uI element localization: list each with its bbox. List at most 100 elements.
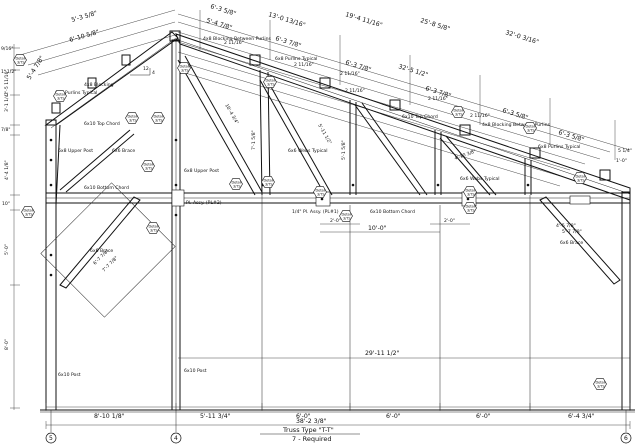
dim-left-3: 5'-4 7/8" bbox=[26, 55, 46, 81]
elev-5: 7/8" bbox=[1, 127, 11, 133]
detail-tag-label: Detail bbox=[454, 109, 464, 113]
dim-upper-2: 13'-0 13/16" bbox=[267, 11, 306, 29]
bot-seg-3: 6'-0" bbox=[296, 413, 311, 420]
detail-tag-ref: 3/TS bbox=[597, 385, 605, 389]
detail-tag-label: Detail bbox=[316, 189, 326, 193]
detail-tag-label: Detail bbox=[264, 179, 274, 183]
label-pl-assy-left: Pl. Assy. (PL#2) bbox=[186, 200, 222, 206]
grid-label-6: 6 bbox=[624, 435, 628, 442]
elev-7: 10" bbox=[2, 201, 10, 207]
detail-tag-ref: 3/TS bbox=[343, 217, 351, 221]
grid-marker-6 bbox=[620, 410, 632, 444]
detail-tag-ref: 3/TS bbox=[467, 193, 475, 197]
brace-dim-right-1: 4'-5 7/8" bbox=[556, 223, 576, 229]
detail-tag-label: Detail bbox=[24, 209, 34, 213]
detail-tag-hexagon bbox=[151, 112, 165, 124]
web-len-2: 7'-1 5/8" bbox=[251, 130, 257, 150]
dim-upper-5: 32'-0 3/16" bbox=[504, 29, 539, 46]
dim-v-2: 2 11/16" bbox=[294, 62, 314, 68]
dim-left-1: 5'-3 5/8" bbox=[71, 10, 99, 24]
detail-tag-ref: 3/TS bbox=[145, 167, 153, 171]
dim-purlin-6: 6'-3 5/8" bbox=[501, 107, 529, 122]
detail-tag-label: Detail bbox=[526, 125, 536, 129]
bot-seg-2: 5'-11 3/4" bbox=[200, 413, 231, 420]
dim-v-1: 2 11/16" bbox=[224, 40, 244, 46]
elev-4: 2'-5 11/16" bbox=[4, 69, 10, 95]
label-post-left: 6x10 Post bbox=[58, 372, 81, 378]
label-webs-right: 6x6 Webs Typical bbox=[460, 176, 500, 182]
detail-tag-hexagon bbox=[313, 186, 327, 198]
dim-purlin-7: 6'-3 5/8" bbox=[557, 129, 585, 144]
bottom-dimension-lines bbox=[45, 403, 631, 429]
detail-tag-label: Detail bbox=[466, 189, 476, 193]
dim-upper-1: 6'-3 5/8" bbox=[209, 3, 237, 18]
dim-interior-span: 29'-11 1/2" bbox=[365, 350, 400, 357]
dim-upper-4: 25'-8 5/8" bbox=[419, 17, 450, 33]
pitch-run: 4 bbox=[152, 70, 155, 76]
label-purlins-right: 6x8 Purlins Typical bbox=[538, 144, 580, 150]
detail-tag-label: Detail bbox=[154, 115, 164, 119]
web-len-3: 5'-11 1/2" bbox=[316, 123, 333, 146]
left-dimension-lines bbox=[19, 9, 176, 76]
detail-tag-ref: 3/TS bbox=[17, 61, 25, 65]
elev-2: 1'-1/2" bbox=[1, 69, 16, 75]
detail-tag-ref: 3/TS bbox=[129, 119, 137, 123]
detail-tag-ref: 3/TS bbox=[150, 229, 158, 233]
detail-tag-label: Detail bbox=[56, 93, 66, 97]
detail-tag-ref: 3/TS bbox=[317, 193, 325, 197]
pitch-symbol bbox=[130, 68, 151, 76]
label-pl-assy-mid: 1/4" Pl. Assy. (PL#1) bbox=[292, 209, 339, 215]
detail-tag-hexagon bbox=[141, 160, 155, 172]
grid-label-5: 5 bbox=[49, 435, 53, 442]
dim-upper-3: 19'-4 11/16" bbox=[344, 11, 383, 29]
elev-8: 5'-0" bbox=[4, 244, 10, 255]
label-top-chord-left: 6x10 Top Chord bbox=[84, 121, 120, 127]
detail-tag-ref: 3/TS bbox=[267, 83, 275, 87]
detail-tag-label: Detail bbox=[466, 205, 476, 209]
detail-tag-hexagon bbox=[177, 62, 191, 74]
detail-tag-ref: 3/TS bbox=[233, 185, 241, 189]
detail-tag-label: Detail bbox=[266, 79, 276, 83]
detail-tag-ref: 3/TS bbox=[25, 213, 33, 217]
bot-seg-5: 6'-0" bbox=[476, 413, 491, 420]
dim-purlin-1: 5'-4 7/8" bbox=[205, 17, 233, 32]
label-brace-upper-left: 6x6 Brace bbox=[112, 148, 135, 154]
label-post-mid: 6x10 Post bbox=[184, 368, 207, 374]
grid-label-4: 4 bbox=[174, 435, 178, 442]
detail-tag-hexagon bbox=[261, 176, 275, 188]
detail-tag-ref: 3/TS bbox=[155, 119, 163, 123]
left-elevation-dims bbox=[10, 44, 20, 410]
dim-v-6: 2 11/16" bbox=[470, 113, 490, 119]
detail-tag-label: Detail bbox=[576, 175, 586, 179]
label-webs-mid: 6x6 Webs Typical bbox=[288, 148, 328, 154]
detail-tag-label: Detail bbox=[149, 225, 159, 229]
detail-tag-ref: 3/TS bbox=[577, 179, 585, 183]
truss-structure bbox=[40, 30, 635, 413]
detail-tag-ref: 3/TS bbox=[57, 97, 65, 101]
detail-tag-label: Detail bbox=[342, 213, 352, 217]
detail-tag-hexagon bbox=[21, 206, 35, 218]
label-blocking-between-left: 4x8 Blocking Between Purlins bbox=[203, 36, 272, 42]
detail-tag-hexagon bbox=[463, 186, 477, 198]
detail-tag-hexagon bbox=[451, 106, 465, 118]
chord-dims bbox=[178, 223, 630, 359]
detail-tag-hexagon bbox=[339, 210, 353, 222]
detail-tag-ref: 3/TS bbox=[527, 129, 535, 133]
label-blocking-between-right: 4x8 Blocking Between Purlins bbox=[482, 122, 551, 128]
bot-seg-6: 6'-4 3/4" bbox=[568, 413, 595, 420]
dim-right-5-1-4: 5 1/4" bbox=[618, 148, 632, 154]
label-bottom-chord-left: 6x10 Bottom Chord bbox=[84, 185, 129, 191]
elev-1: 9/16" bbox=[1, 46, 13, 52]
label-upper-post-mid: 6x8 Upper Post bbox=[184, 168, 219, 174]
grid-marker-5 bbox=[45, 410, 57, 444]
bot-total: 38'-2 3/8" bbox=[296, 418, 327, 425]
label-brace-lower-left: 6x6 Brace bbox=[90, 248, 113, 254]
dim-v-3: 2 11/16" bbox=[340, 71, 360, 77]
detail-tag-hexagon bbox=[146, 222, 160, 234]
dim-chord-10: 10'-0" bbox=[368, 225, 387, 232]
detail-tag-hexagon bbox=[125, 112, 139, 124]
label-top-chord-right: 6x10 Top Chord bbox=[402, 114, 438, 120]
dim-purlin-4: 32'-5 1/2" bbox=[397, 63, 428, 79]
label-purlins-left: 6x8 Purlins Typical bbox=[55, 90, 97, 96]
